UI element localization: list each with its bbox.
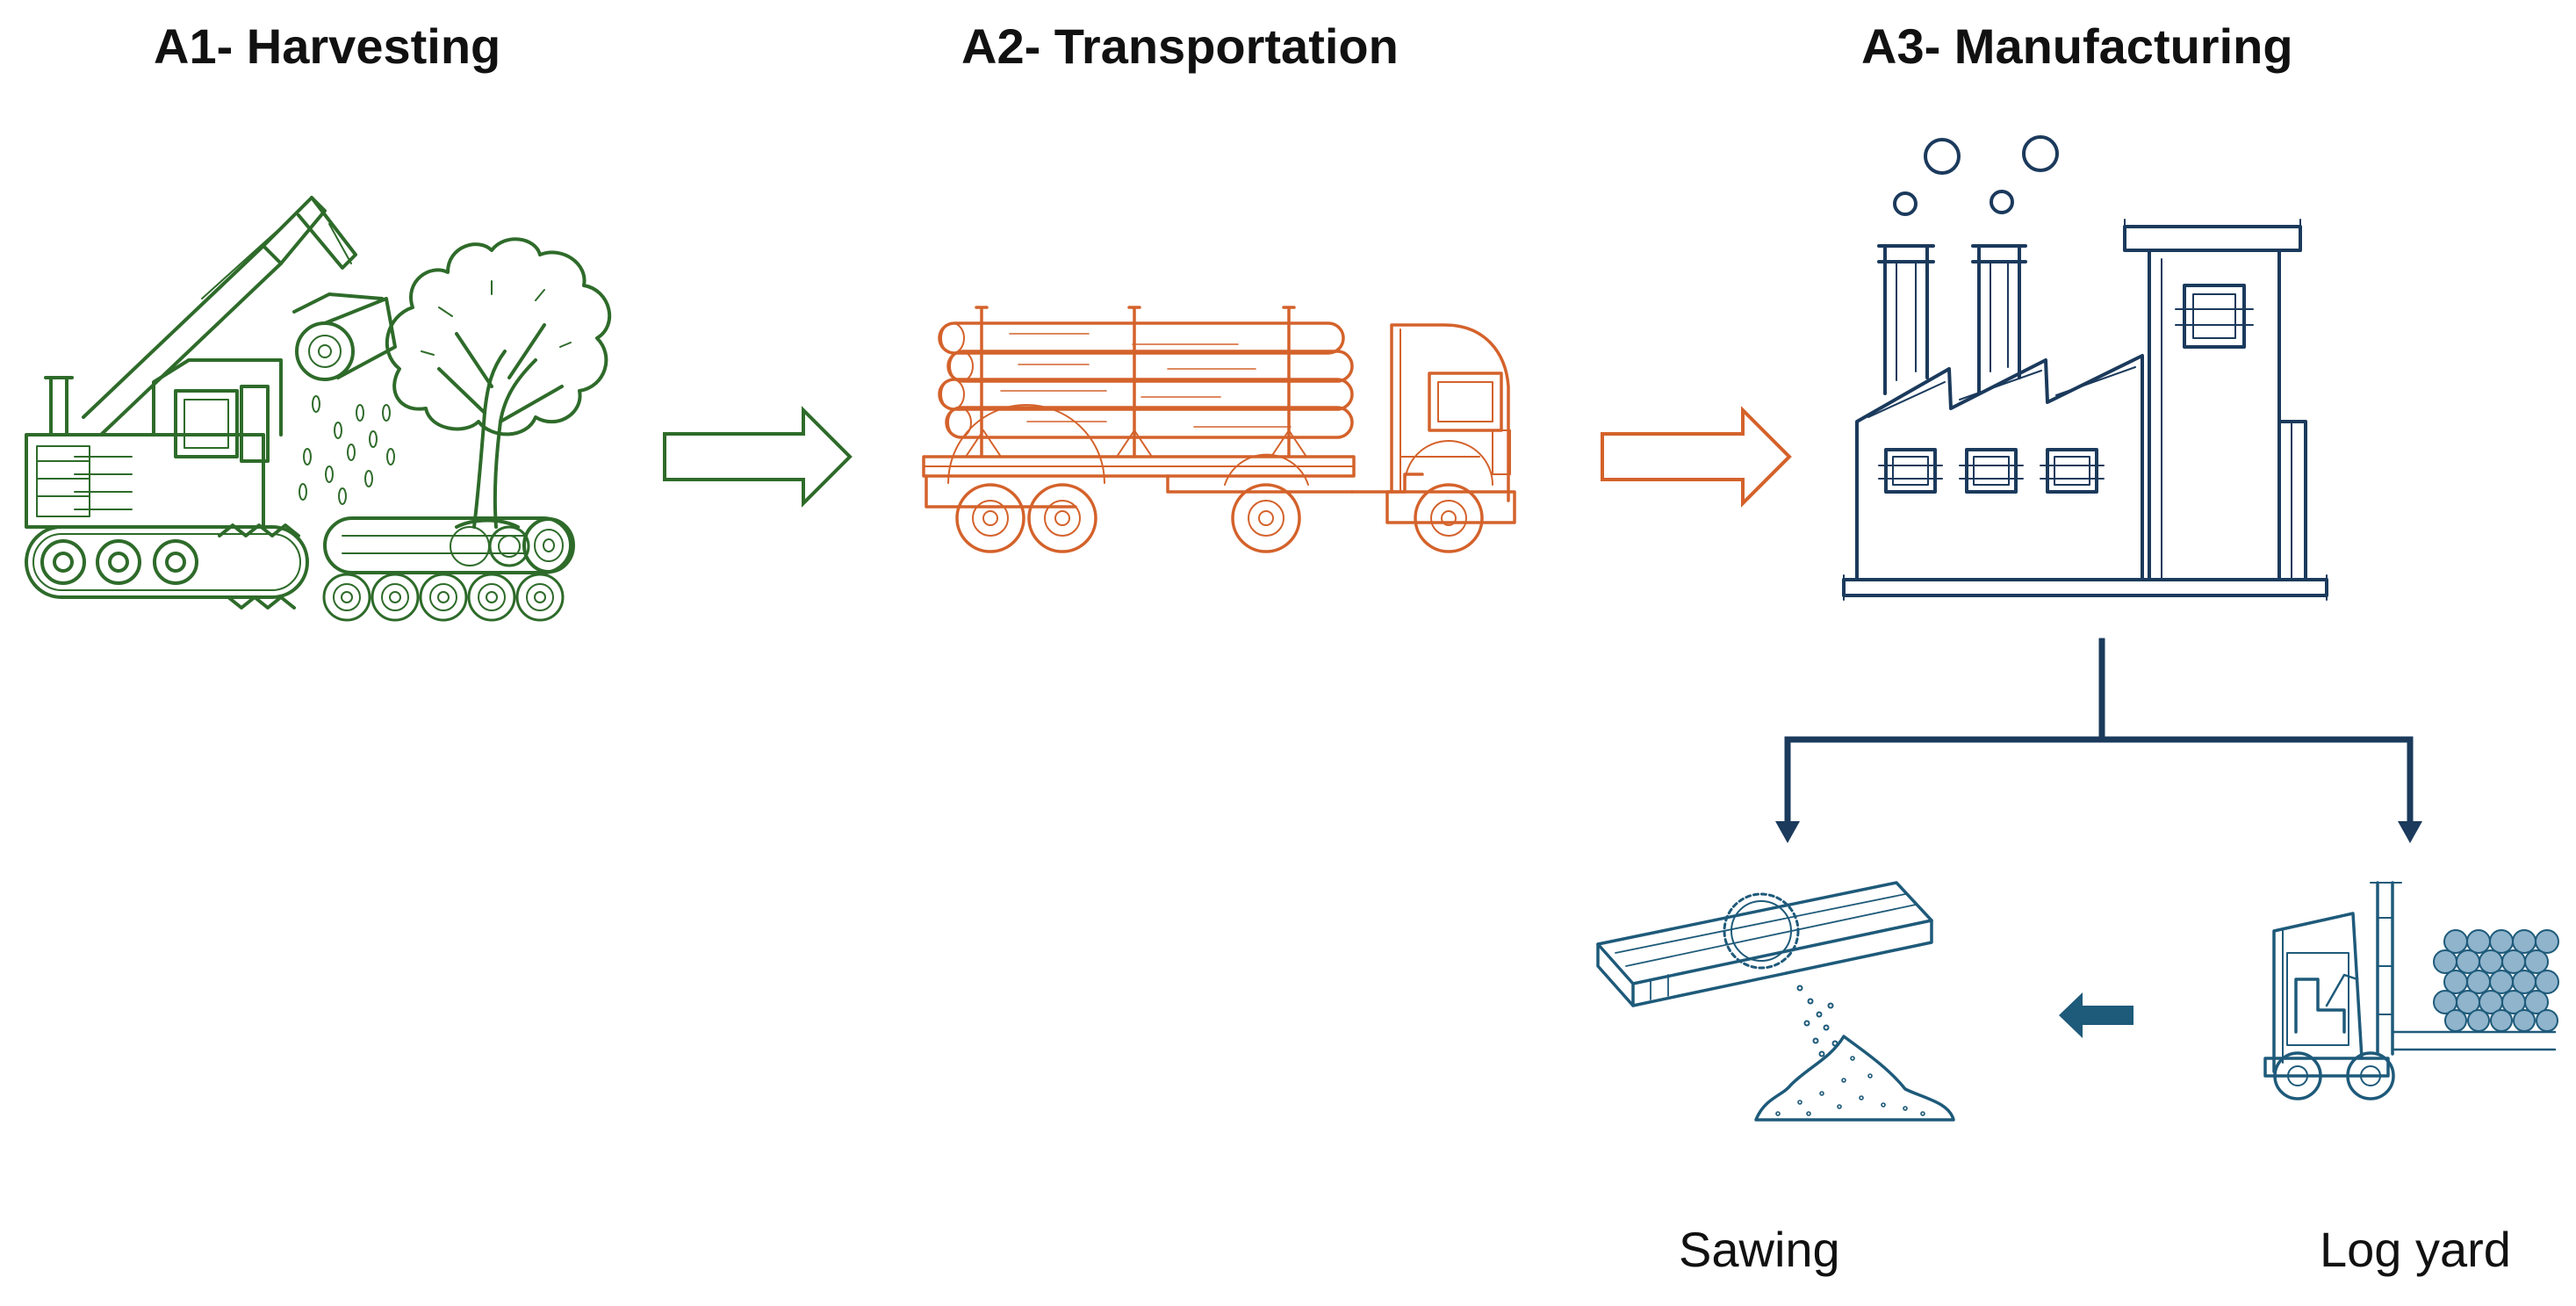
harvester-tree-icon — [25, 196, 612, 622]
branch-arrowhead-log-yard — [2398, 821, 2422, 843]
stage-title-transportation: A2- Transportation — [961, 18, 1399, 74]
flow-arrow-logyard-to-sawing — [2059, 992, 2133, 1038]
branch-arrowhead-sawing — [1775, 821, 1800, 843]
sub-process-label-sawing: Sawing — [1679, 1222, 1840, 1277]
branch-connector — [1784, 638, 2414, 825]
flow-arrow-harvesting-to-transport — [663, 406, 853, 508]
forklift-logs-icon — [2263, 881, 2557, 1100]
sawing-plank-icon — [1596, 881, 1955, 1122]
log-stack-icon — [2433, 929, 2559, 1032]
sub-process-label-log-yard: Log yard — [2320, 1222, 2511, 1277]
flow-arrow-transport-to-manufacturing — [1601, 406, 1792, 508]
factory-icon — [1842, 135, 2328, 601]
log-truck-icon — [922, 306, 1516, 553]
stage-title-harvesting: A1- Harvesting — [154, 18, 501, 74]
stage-title-manufacturing: A3- Manufacturing — [1861, 18, 2293, 74]
